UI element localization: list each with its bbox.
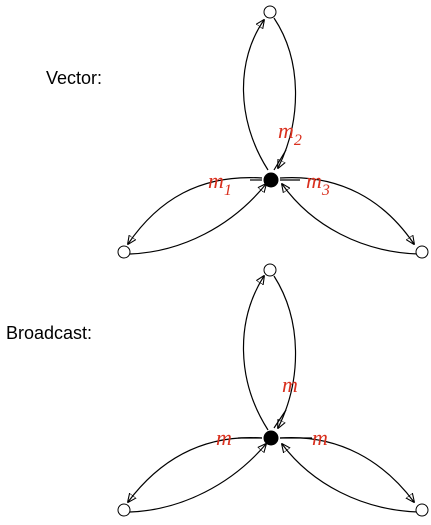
edge-left-leaf-to-hub [129, 184, 266, 255]
edge-label-top: m2 [278, 118, 302, 149]
vector-panel: Vector: m1 m2 [46, 5, 429, 259]
vector-panel-label: Vector: [46, 68, 102, 88]
broadcast-nodes [117, 263, 429, 517]
edge-hub-to-top-leaf [242, 20, 269, 171]
broadcast-edge-labels: m m m [216, 372, 328, 450]
broadcast-panel: Broadcast: m m [6, 263, 429, 517]
right-leaf-node [415, 503, 429, 517]
broadcast-ticks [238, 409, 312, 439]
edge-right-leaf-to-hub [282, 444, 419, 513]
broadcast-edges [128, 275, 419, 513]
hub-node [263, 172, 279, 188]
edge-top-leaf-to-hub [273, 275, 297, 428]
vector-edges [128, 17, 419, 255]
edge-top-leaf-to-hub [273, 17, 297, 168]
edge-hub-to-right-leaf [279, 437, 414, 502]
left-leaf-node [117, 245, 131, 259]
edge-label-left: m1 [208, 168, 232, 199]
edge-left-leaf-to-hub [129, 444, 266, 513]
top-leaf-node [263, 263, 277, 277]
tick-up [273, 409, 287, 429]
hub-node [263, 430, 279, 446]
edge-label-right: m [312, 425, 328, 450]
edge-hub-to-left-leaf [128, 177, 263, 244]
edge-hub-to-left-leaf [128, 437, 263, 502]
tick-up [273, 149, 287, 171]
vector-edge-labels: m1 m2 m3 [208, 118, 330, 199]
vector-nodes [117, 5, 429, 259]
left-leaf-node [117, 503, 131, 517]
edge-label-left: m [216, 425, 232, 450]
edge-hub-to-top-leaf [242, 276, 269, 431]
edge-label-right: m3 [306, 168, 330, 199]
right-leaf-node [415, 245, 429, 259]
top-leaf-node [263, 5, 277, 19]
edge-hub-to-right-leaf [279, 177, 414, 244]
broadcast-panel-label: Broadcast: [6, 323, 92, 343]
vector-ticks [250, 149, 300, 181]
edge-right-leaf-to-hub [282, 184, 419, 255]
edge-label-top: m [282, 372, 298, 397]
